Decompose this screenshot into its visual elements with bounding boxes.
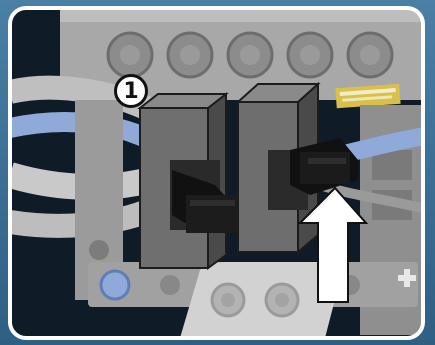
assembly-illustration: [10, 8, 430, 338]
beam-hole: [89, 240, 109, 260]
step-number-badge: 1: [114, 74, 148, 108]
